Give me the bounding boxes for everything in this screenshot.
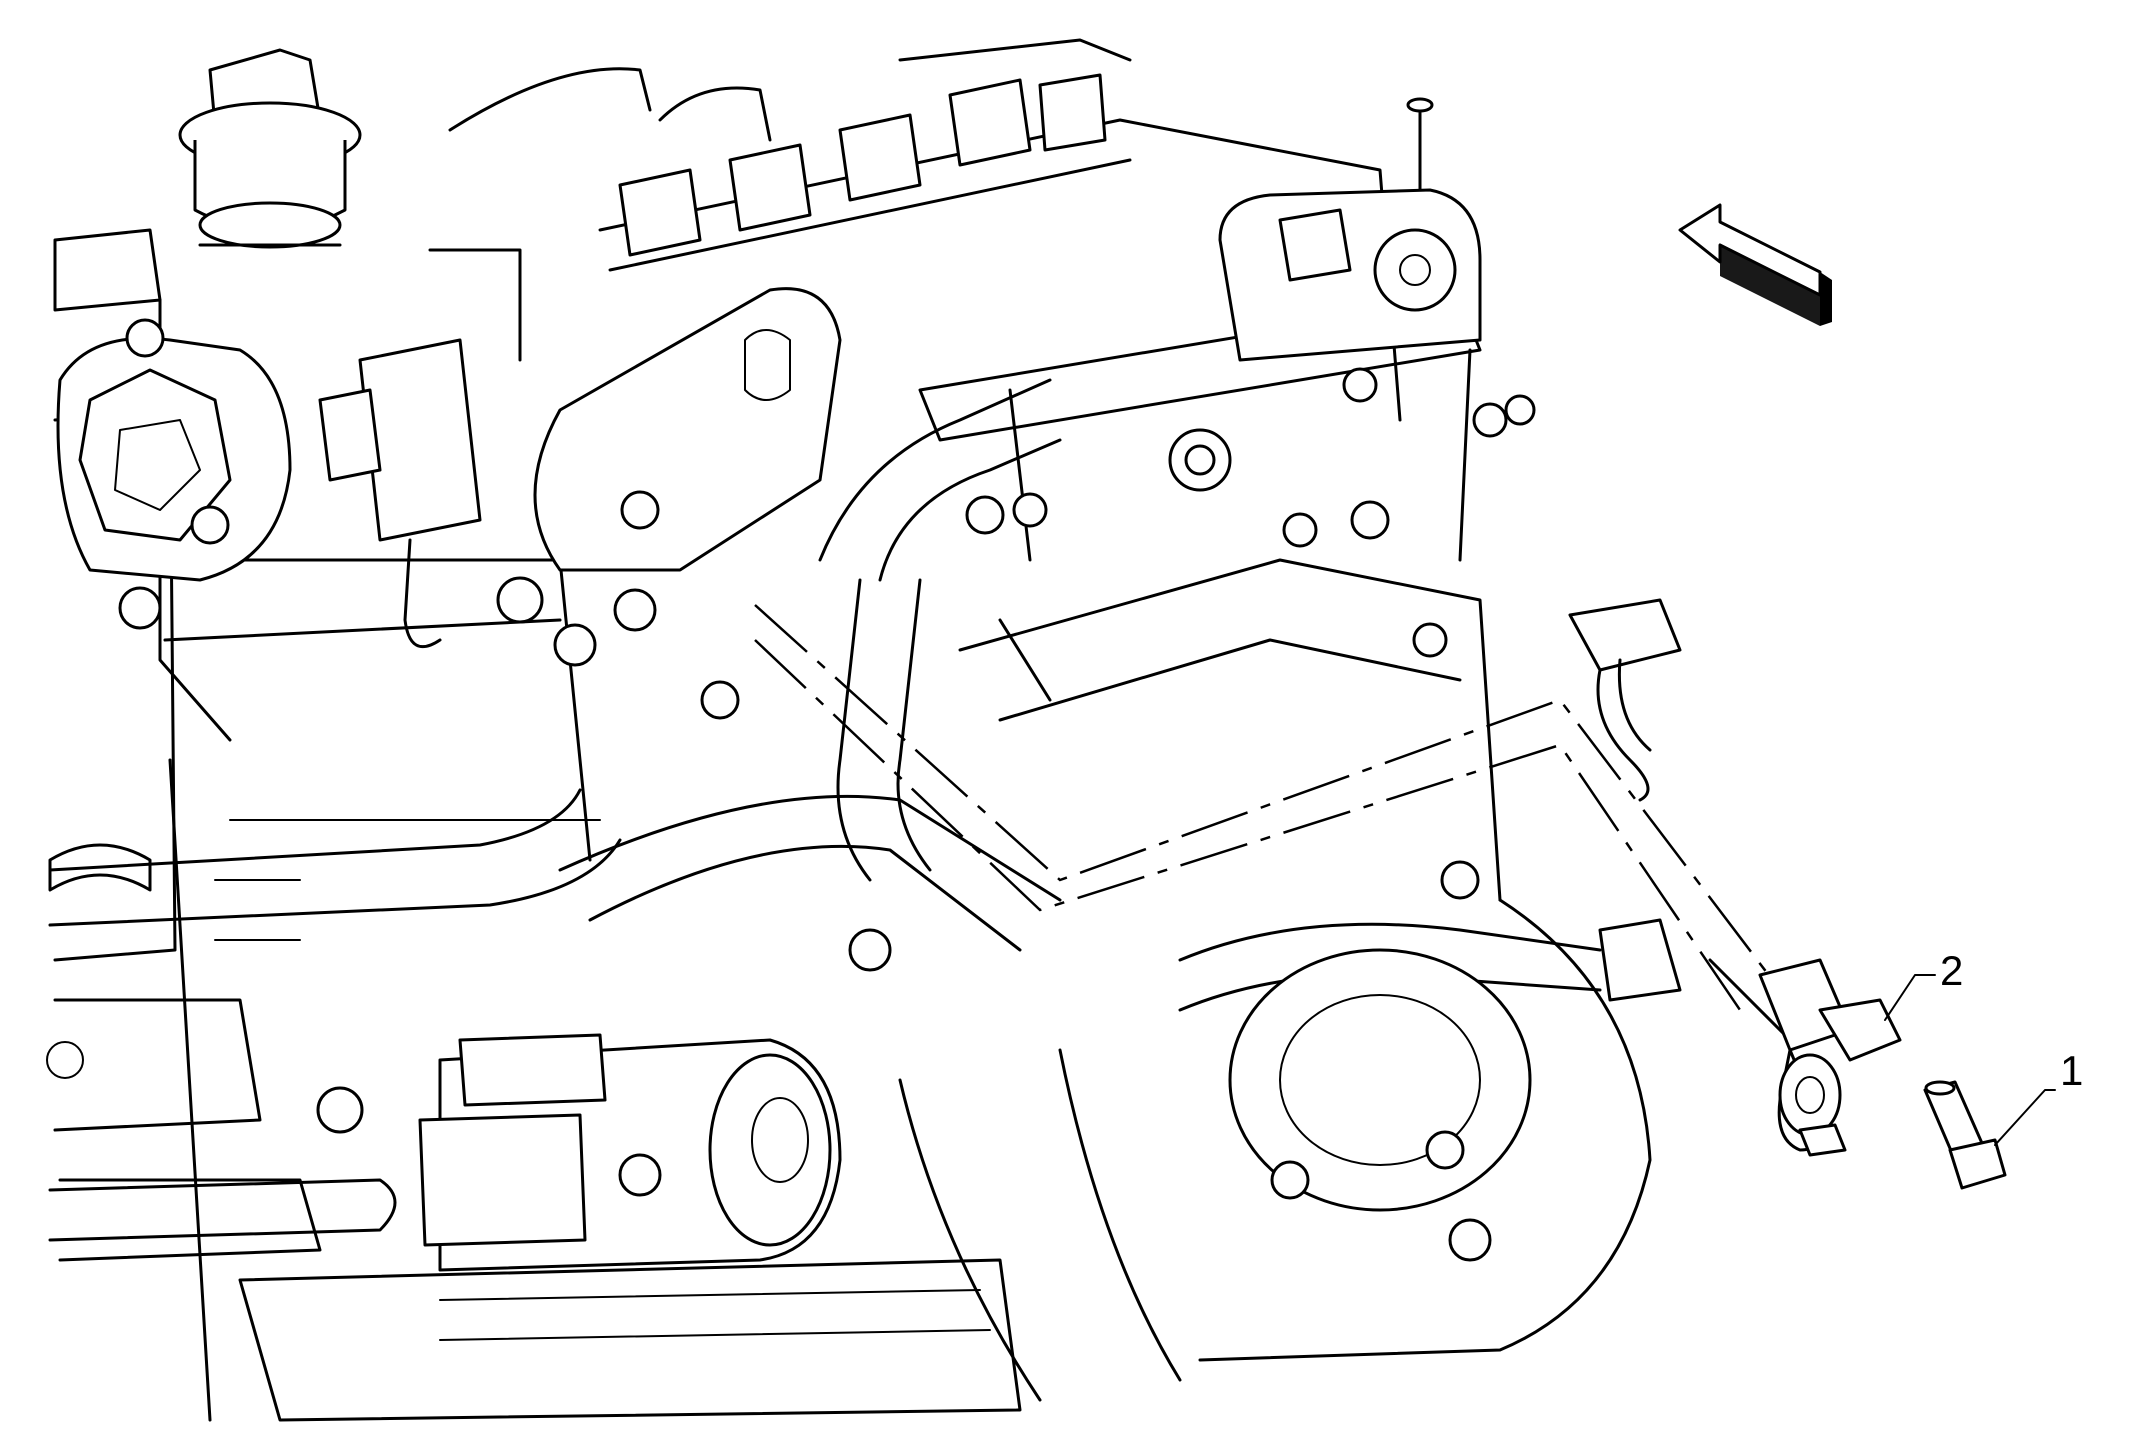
purge-solenoid [318,248,522,649]
cam-cover [56,318,292,630]
coolant-hoses [48,378,1682,1012]
sensor-part-2 [1708,958,1902,1157]
bolt-part-1 [1923,1080,2007,1190]
throttle-body [1218,188,1482,362]
oil-filler-cap [178,48,362,249]
callout-1: 1 [1994,1047,2083,1146]
transmission-housing [898,558,1652,1402]
direction-arrow-icon [1678,203,1832,326]
fasteners [700,367,1536,972]
starter-motor [316,1033,842,1272]
dashed-pipe [754,604,1781,1011]
callout-label-2: 2 [1940,947,1963,994]
ignition-coils [448,38,1402,422]
engine-mount-bracket [496,287,842,667]
callout-label-1: 1 [2060,1047,2083,1094]
harness-connector [1568,598,1682,802]
callout-2: 2 [1884,947,1963,1021]
oil-pan [48,1178,1022,1422]
